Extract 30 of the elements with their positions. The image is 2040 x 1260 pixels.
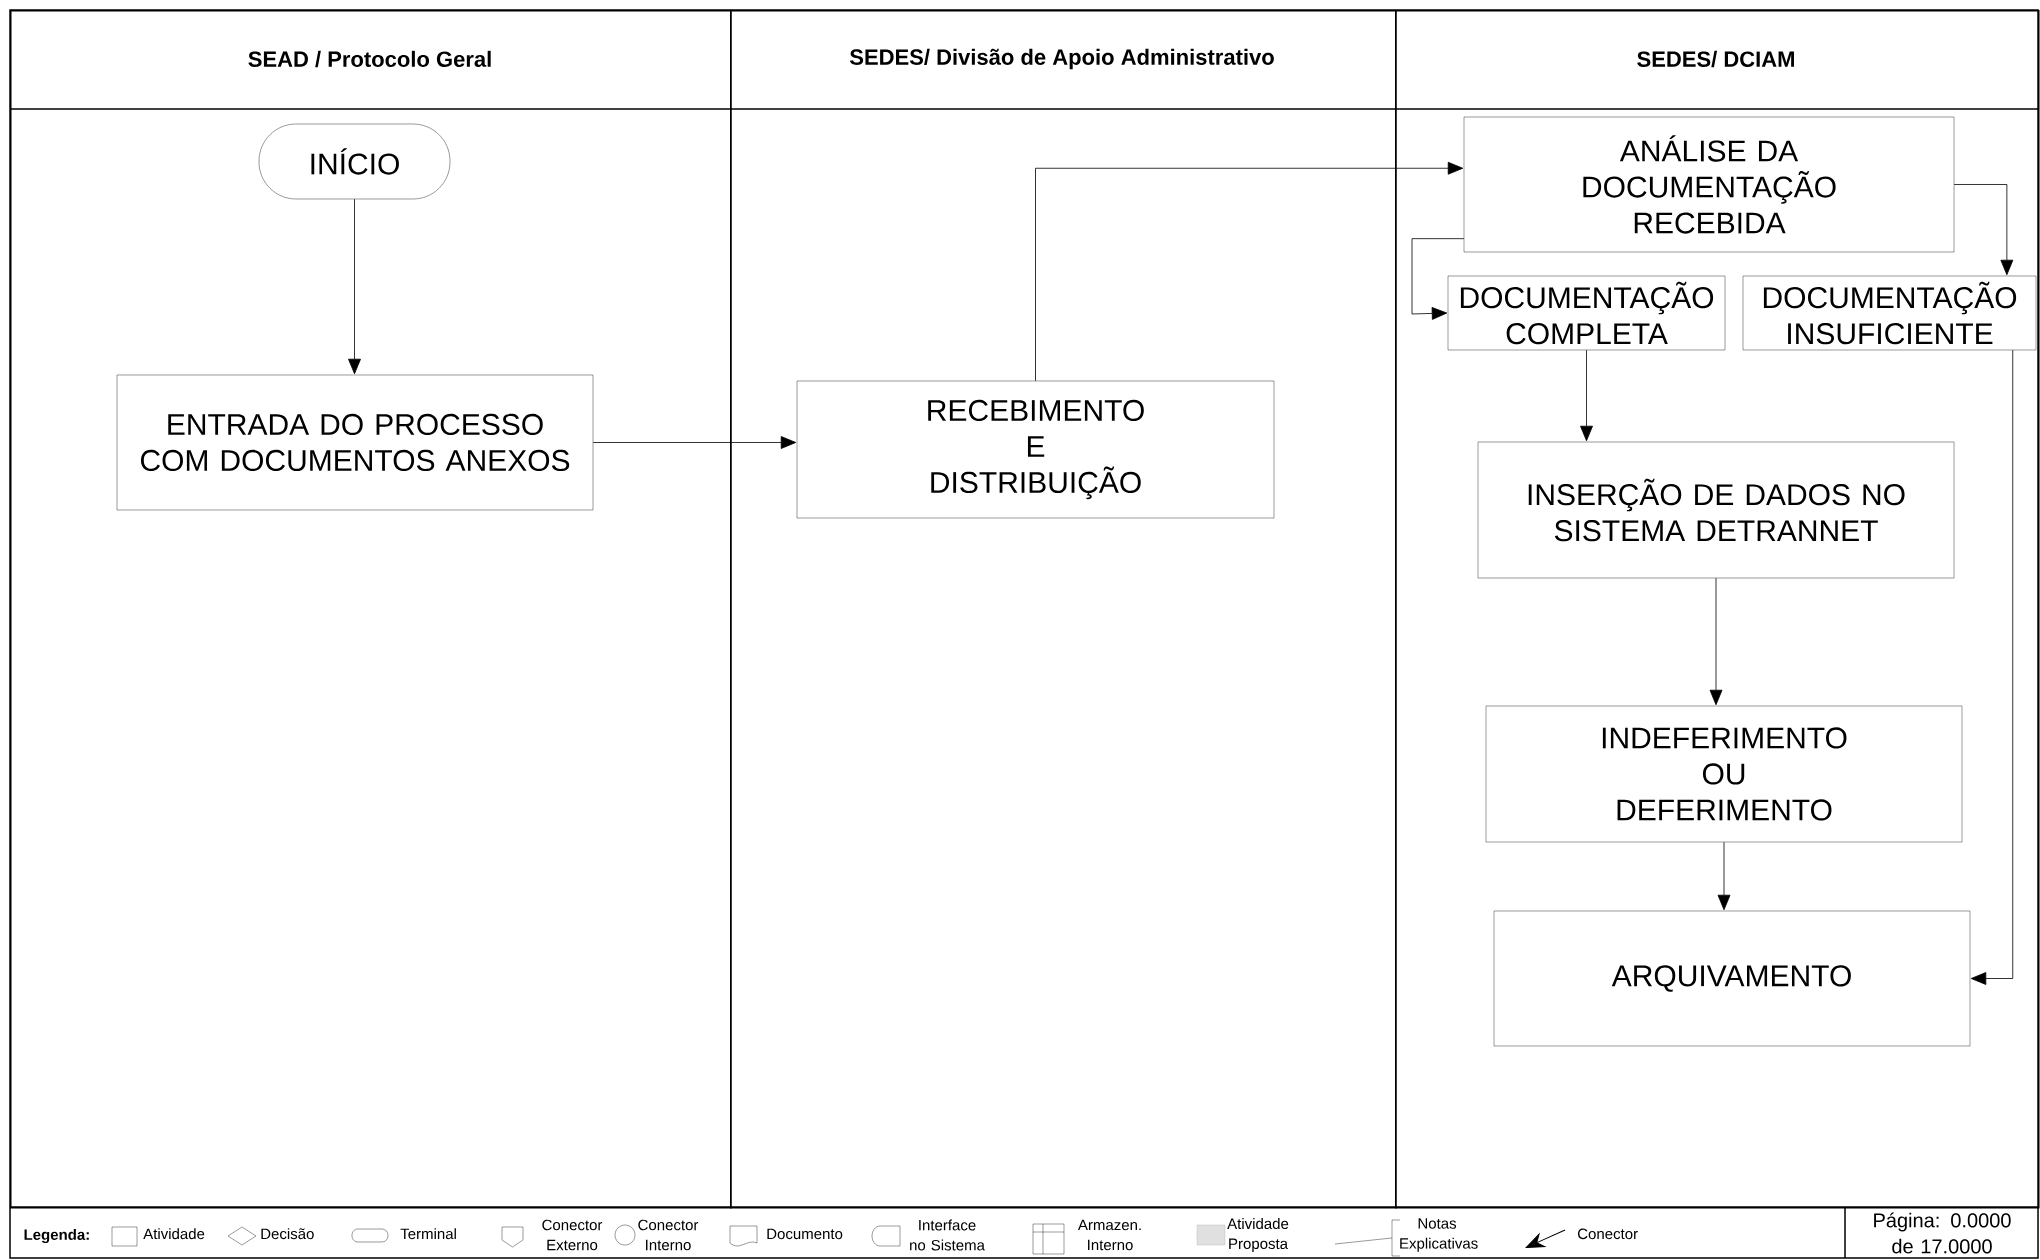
arrow — [1953, 184, 2014, 276]
arrow — [1035, 161, 1464, 382]
arrow — [1709, 577, 1723, 706]
page-number: Página: 0.0000 de 17.0000 — [1874, 1212, 2011, 1254]
legend-label: Documento — [767, 1228, 843, 1240]
legend-label: Decisão — [261, 1228, 314, 1240]
arrow — [1580, 349, 1593, 442]
legend-label: Atividade — [143, 1228, 205, 1240]
legend-label: Conector — [1578, 1228, 1638, 1240]
process-box: INDEFERIMENTO OU DEFERIMENTO — [1485, 705, 1963, 843]
legend-label: Armazen. Interno — [1077, 1219, 1141, 1251]
legend-label: Atividade Proposta — [1227, 1218, 1289, 1252]
process-box: DOCUMENTAÇÃO INSUFICIENTE — [1742, 275, 2037, 351]
legend-label: Conector Interno — [638, 1219, 699, 1251]
legend-label: Interface no Sistema — [910, 1219, 985, 1251]
arrow — [1970, 349, 2014, 985]
legend-label: Terminal — [400, 1228, 456, 1240]
legend-label: Notas Explicativas — [1400, 1218, 1478, 1252]
arrow — [348, 198, 361, 375]
process-box: ENTRADA DO PROCESSO COM DOCUMENTOS ANEXOS — [116, 374, 594, 511]
process-box: INSERÇÃO DE DADOS NO SISTEMA DETRANNET — [1477, 441, 1955, 579]
legend-label: Conector Externo — [542, 1219, 603, 1251]
process-box: DOCUMENTAÇÃO COMPLETA — [1447, 275, 1726, 351]
process-box: RECEBIMENTO E DISTRIBUIÇÃO — [796, 380, 1275, 519]
arrow — [1411, 238, 1465, 320]
process-box: ANÁLISE DA DOCUMENTAÇÃO RECEBIDA — [1463, 116, 1955, 253]
process-box: ARQUIVAMENTO — [1493, 910, 1971, 1047]
legend-title: Legenda: — [24, 1229, 89, 1244]
arrow — [592, 436, 797, 449]
arrow — [1717, 841, 1731, 911]
